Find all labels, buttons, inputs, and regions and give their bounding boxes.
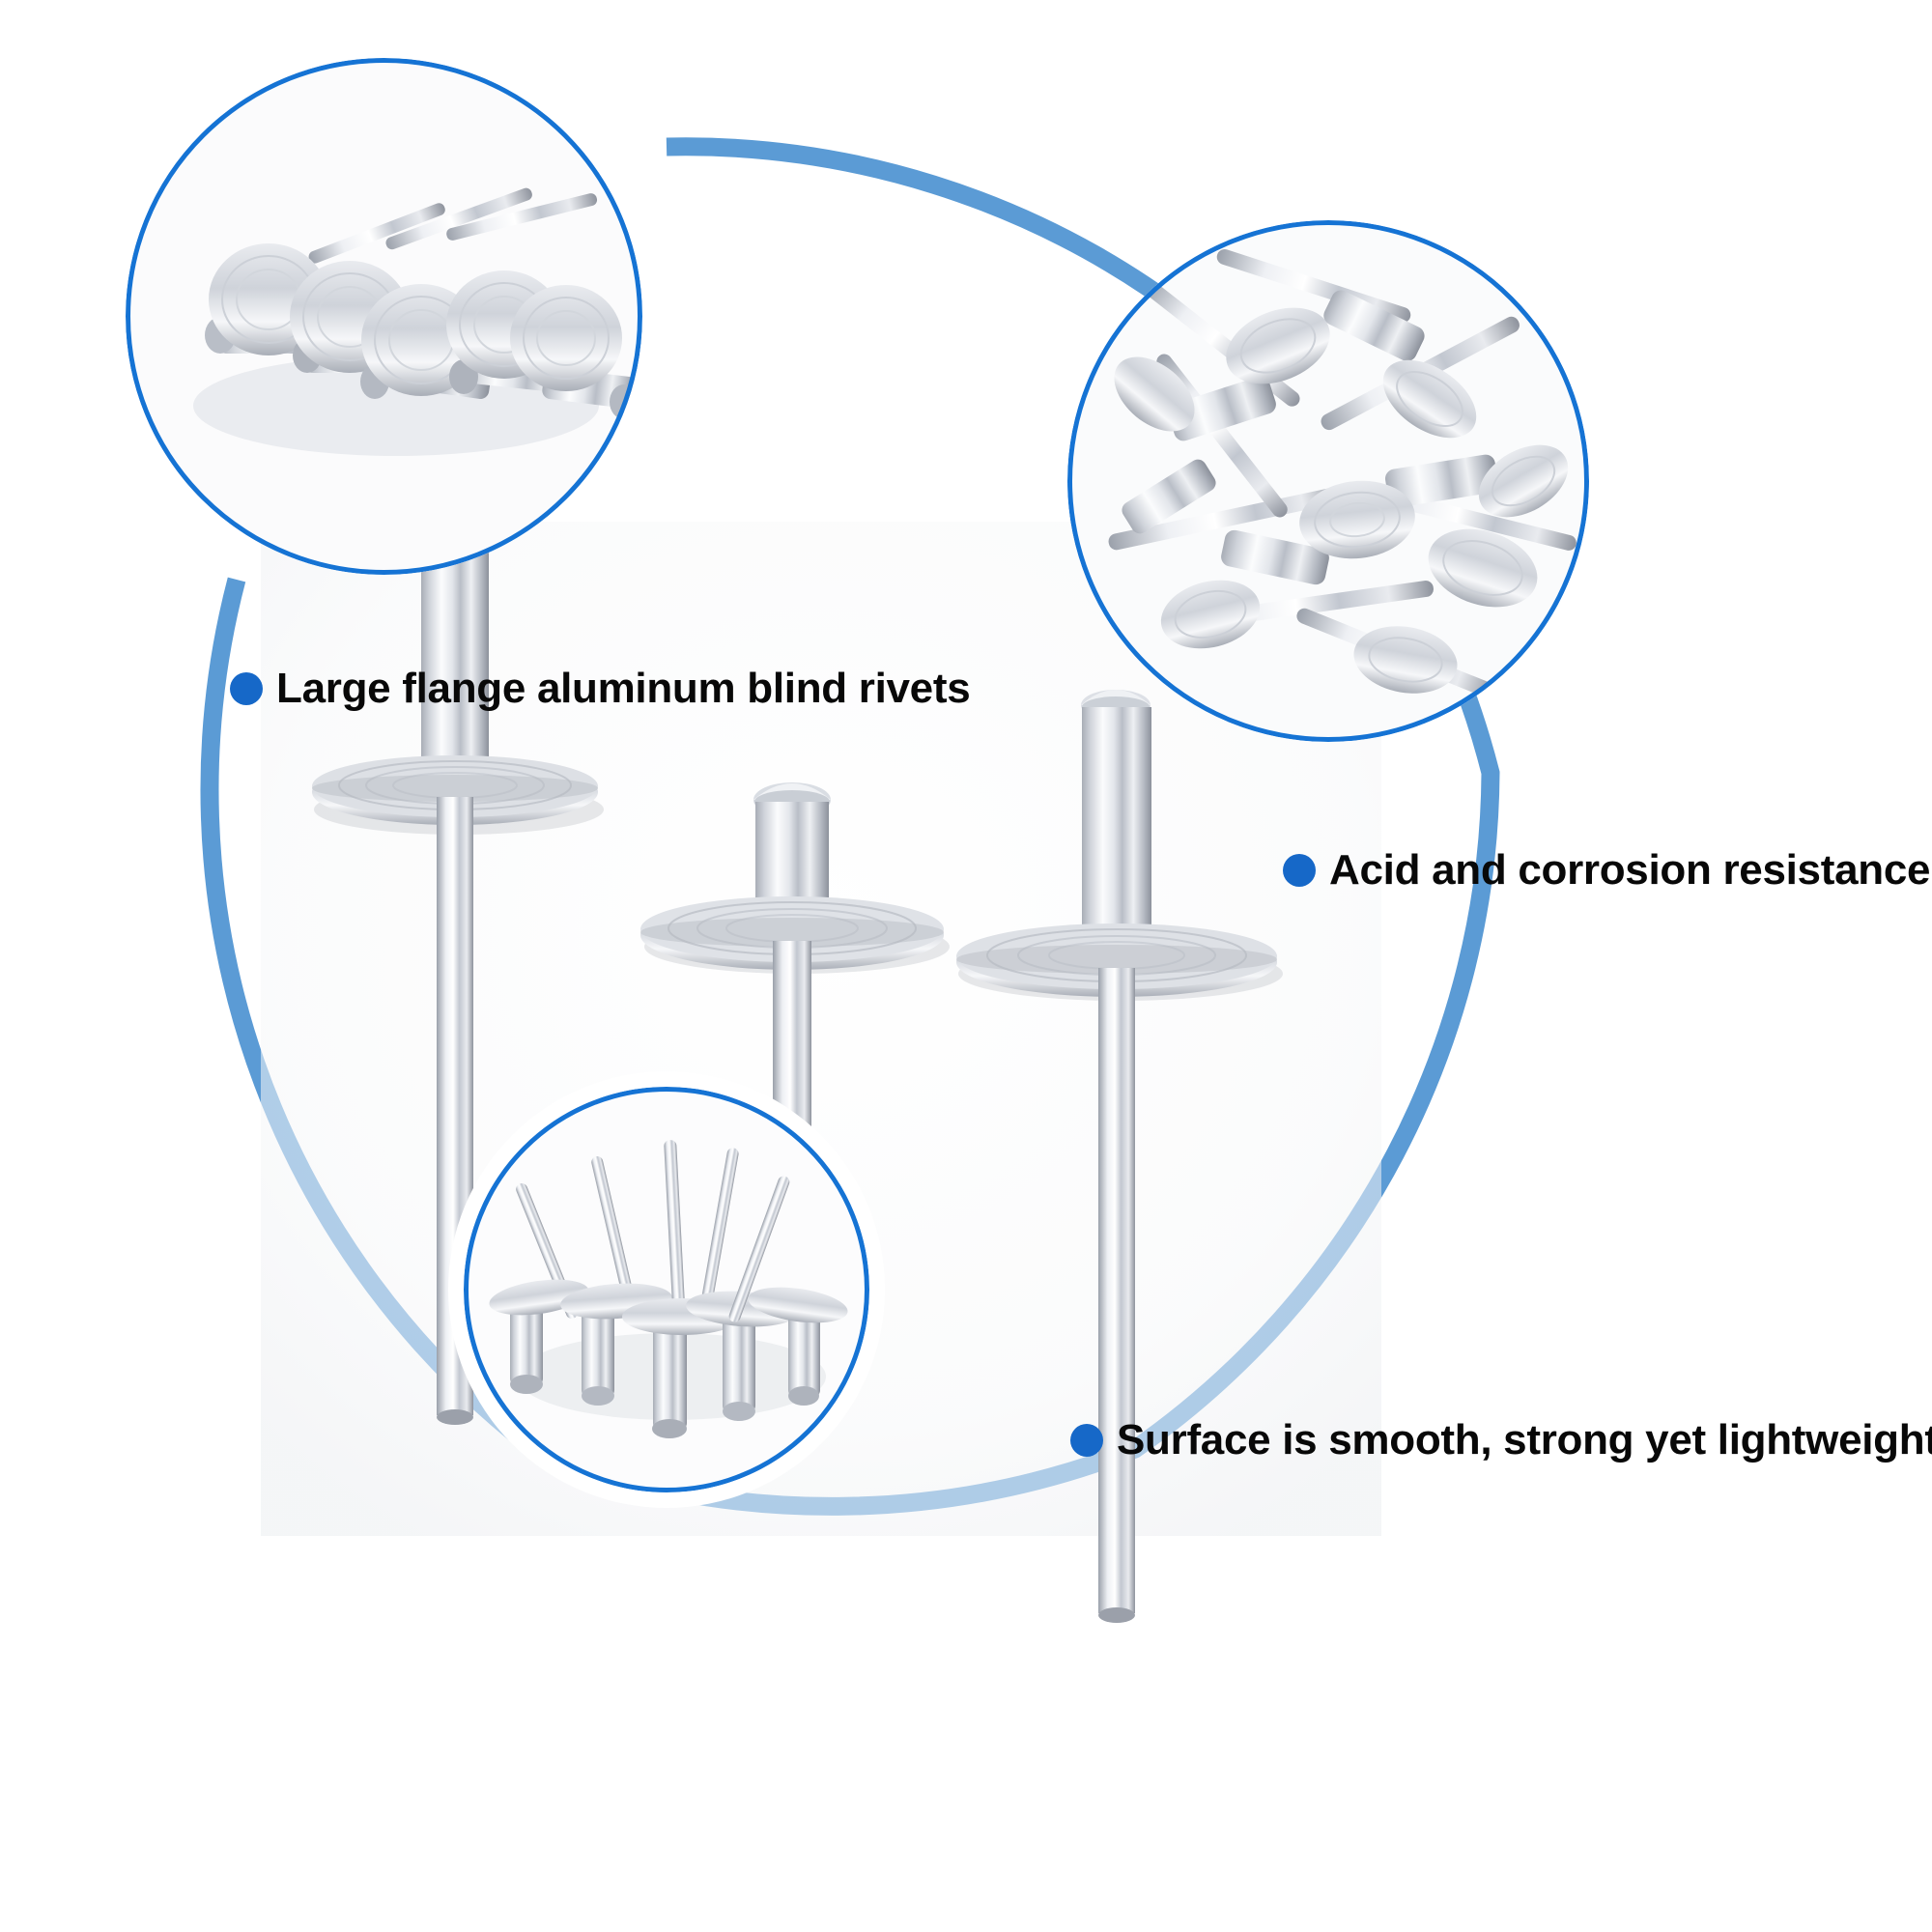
feature-acid-corrosion: Acid and corrosion resistance (1283, 846, 1930, 895)
feature-large-flange: Large flange aluminum blind rivets (230, 665, 971, 713)
bullet-dot-icon (1283, 854, 1316, 887)
inset-bottom-center (464, 1087, 869, 1492)
inset-top-left-photo (126, 58, 642, 575)
main-rivet-right (956, 690, 1283, 1623)
bullet-dot-icon (230, 672, 263, 705)
feature-surface-smooth-label: Surface is smooth, strong yet lightweigh… (1117, 1416, 1932, 1463)
feature-acid-corrosion-label: Acid and corrosion resistance (1329, 846, 1931, 894)
inset-top-right (1067, 220, 1589, 742)
inset-top-left (126, 58, 642, 575)
inset-bottom-center-photo (464, 1087, 869, 1492)
bullet-dot-icon (1070, 1424, 1103, 1457)
feature-large-flange-label: Large flange aluminum blind rivets (276, 665, 971, 712)
inset-top-right-photo (1067, 220, 1589, 742)
feature-surface-smooth: Surface is smooth, strong yet lightweigh… (1070, 1416, 1932, 1464)
